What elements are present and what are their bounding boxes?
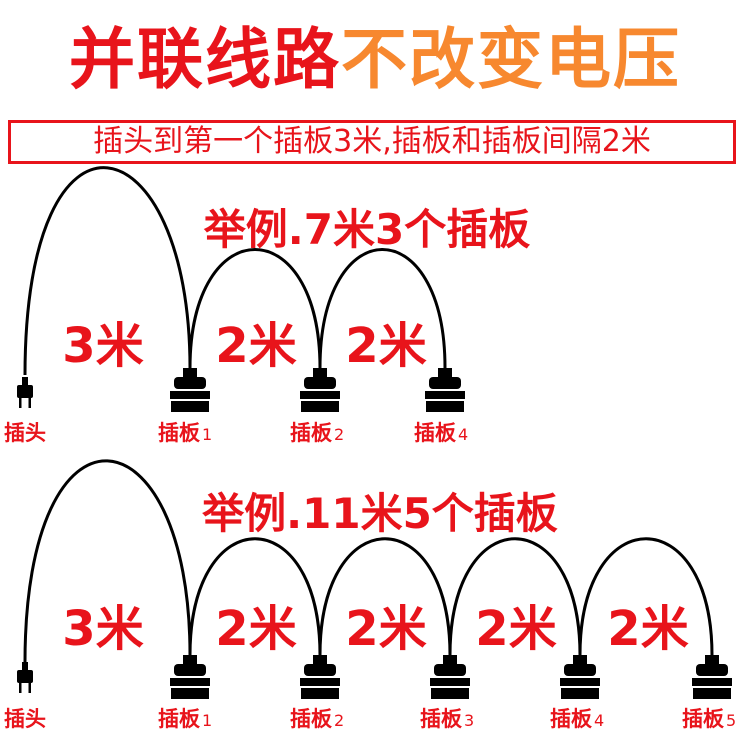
power-strip-icon xyxy=(430,655,470,699)
board-label-number: 3 xyxy=(464,711,474,730)
cable-board-1-to-2 xyxy=(188,537,322,656)
segment-length-label: 2米 xyxy=(345,601,426,657)
title-part-orange: 不改变电压 xyxy=(341,21,681,98)
plug-icon xyxy=(17,662,33,693)
title-part-red: 并联线路 xyxy=(69,21,341,98)
cable-board-4-to-5 xyxy=(578,537,714,656)
board-label-number: 5 xyxy=(726,711,736,730)
cable-board-2-to-3 xyxy=(318,537,452,656)
board-label-name: 插板 xyxy=(420,707,463,731)
segment-length-label: 3米 xyxy=(62,601,143,657)
board-label-number: 4 xyxy=(458,425,468,444)
board-label-name: 插板 xyxy=(158,707,201,731)
power-strip-icon xyxy=(425,368,465,412)
board-label-number: 1 xyxy=(202,425,212,444)
segment-length-label: 2米 xyxy=(215,601,296,657)
power-strip-icon xyxy=(300,655,340,699)
segment-length-label: 2米 xyxy=(215,318,296,374)
board-label-name: 插板 xyxy=(158,421,201,445)
plug-icon xyxy=(17,377,33,408)
subtitle-box: 插头到第一个插板3米,插板和插板间隔2米 xyxy=(8,120,736,164)
example-heading: 举例.11米5个插板 xyxy=(201,489,558,538)
segment-length-label: 3米 xyxy=(62,318,143,374)
board-label-name: 插板 xyxy=(682,707,725,731)
cable-plug-to-board-1 xyxy=(23,166,192,376)
example-heading: 举例.7米3个插板 xyxy=(203,205,530,254)
cable-plug-to-board-1 xyxy=(23,459,192,663)
power-strip-icon xyxy=(170,368,210,412)
page-title: 并联线路不改变电压 xyxy=(0,20,750,100)
board-label-number: 1 xyxy=(202,711,212,730)
power-strip-icon xyxy=(170,655,210,699)
segment-length-label: 2米 xyxy=(345,318,426,374)
board-label-number: 2 xyxy=(334,711,344,730)
board-label-number: 4 xyxy=(594,711,604,730)
board-label-number: 2 xyxy=(334,425,344,444)
plug-label: 插头 xyxy=(4,707,46,731)
board-label-name: 插板 xyxy=(550,707,593,731)
segment-length-label: 2米 xyxy=(475,601,556,657)
board-label-name: 插板 xyxy=(290,421,333,445)
power-strip-icon xyxy=(692,655,732,699)
power-strip-icon xyxy=(560,655,600,699)
cable-board-3-to-4 xyxy=(448,537,582,656)
power-strip-icon xyxy=(300,368,340,412)
board-label-name: 插板 xyxy=(414,421,457,445)
cable-board-2-to-3 xyxy=(318,248,447,369)
plug-label: 插头 xyxy=(4,421,46,445)
segment-length-label: 2米 xyxy=(607,601,688,657)
board-label-name: 插板 xyxy=(290,707,333,731)
cable-board-1-to-2 xyxy=(188,248,322,369)
